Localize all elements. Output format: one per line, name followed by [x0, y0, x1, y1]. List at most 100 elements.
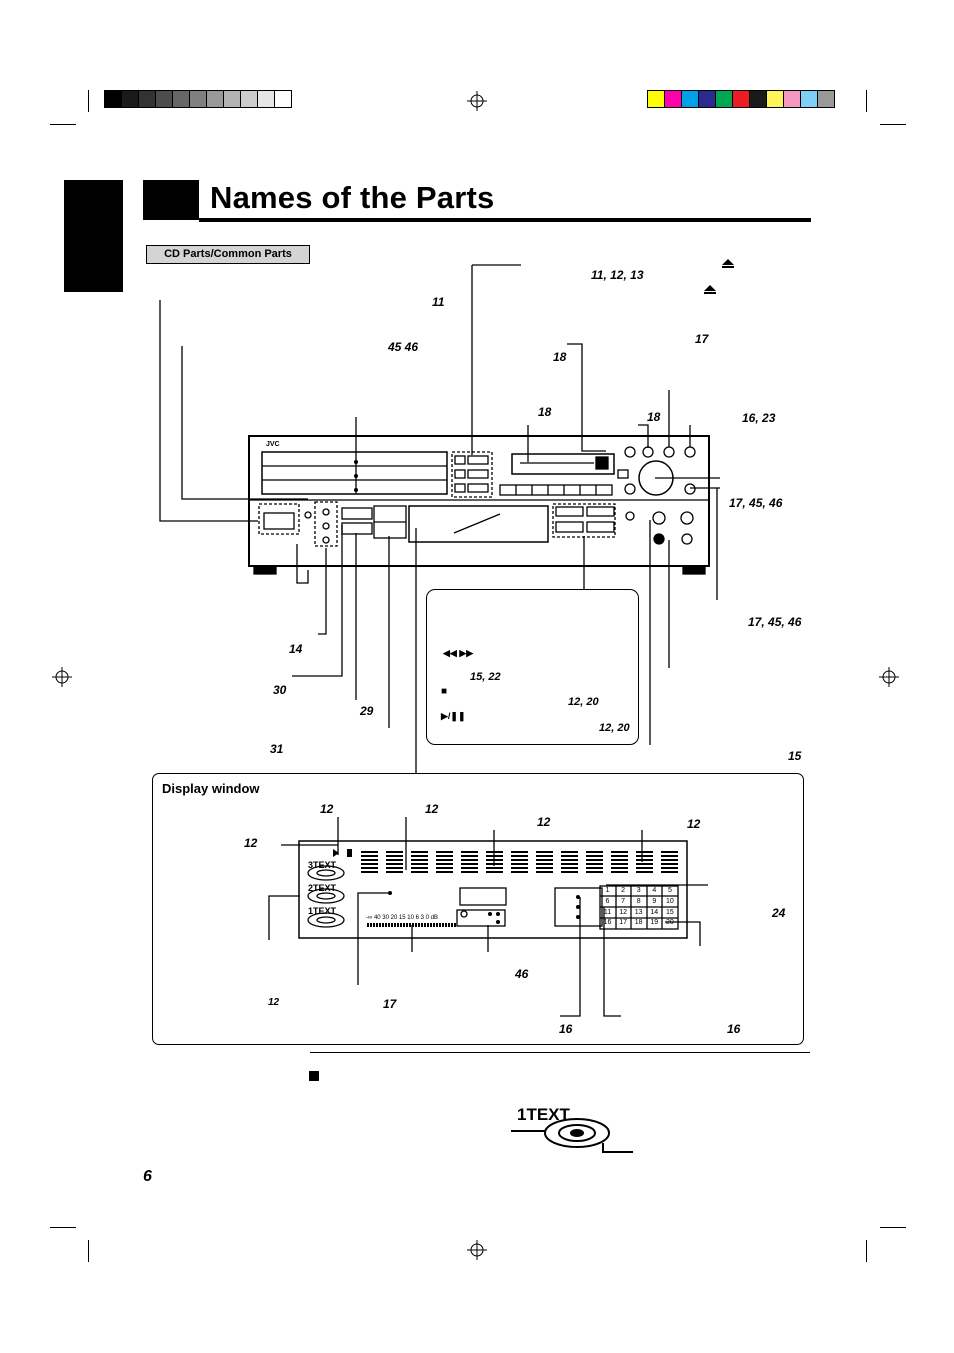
calendar-number: 8: [636, 897, 641, 905]
eject-icon: [722, 259, 734, 268]
calendar-number: 6: [605, 897, 610, 905]
segment-bar: [511, 855, 528, 857]
segment-bar: [411, 851, 428, 853]
ref-label: 16, 23: [742, 411, 776, 425]
segment-bar: [611, 859, 628, 861]
segment-bar: [536, 855, 553, 857]
segment-bar: [361, 871, 378, 873]
stop-symbol: ■: [441, 686, 448, 697]
segment-bar: [486, 871, 503, 873]
segment-bar: [386, 855, 403, 857]
segment-bar: [461, 851, 478, 853]
segment-bar: [386, 871, 403, 873]
meter-segment: [400, 923, 402, 927]
meter-segment: [445, 923, 447, 927]
segment-bar: [611, 855, 628, 857]
segment-bar: [386, 863, 403, 865]
segment-bar: [586, 867, 603, 869]
meter-segment: [370, 923, 372, 927]
segment-bar: [611, 863, 628, 865]
title-rule: [199, 218, 811, 222]
skip-symbols: ◀◀ ▶▶: [443, 648, 474, 658]
ref-label: 46: [515, 967, 529, 981]
calendar-number: 13: [634, 908, 643, 916]
segment-bar: [586, 851, 603, 853]
segment-bar: [536, 871, 553, 873]
segment-bar: [561, 859, 578, 861]
text-disc-3-label: 3TEXT: [308, 860, 337, 870]
segment-bar: [636, 859, 653, 861]
segment-bar: [536, 859, 553, 861]
meter-segment: [367, 923, 369, 927]
ref-label: 15: [788, 749, 802, 763]
ref-label: 18: [553, 350, 567, 364]
segment-bar: [461, 863, 478, 865]
calendar-number: 12: [619, 908, 627, 916]
meter-segment: [433, 923, 435, 927]
footnote-bullet: [309, 1071, 319, 1081]
segment-bar: [486, 855, 503, 857]
segment-bar: [561, 855, 578, 857]
ref-label: 24: [772, 906, 786, 920]
segment-bar: [611, 867, 628, 869]
ref-label: 18: [647, 410, 661, 424]
section-label: CD Parts/Common Parts: [146, 245, 310, 264]
calendar-number: 3: [636, 887, 641, 894]
key-panel: ◀◀ ▶▶ 15, 22 ■ 12, 20 ▶/❚❚ 12, 20: [426, 589, 639, 745]
ref-label: 17, 45, 46: [748, 615, 802, 629]
segment-bar: [361, 863, 378, 865]
brand-logo: JVC: [266, 441, 280, 448]
segment-bar: [586, 871, 603, 873]
calendar-number: 4: [652, 887, 657, 894]
segment-bar: [436, 859, 453, 861]
calendar-number: 5: [667, 887, 672, 894]
calendar-number: 18: [634, 919, 643, 927]
title-block: [143, 180, 199, 220]
segment-bar: [586, 859, 603, 861]
eject-icon: [704, 285, 716, 294]
meter-segment: [382, 923, 384, 927]
ref-label: 17, 45, 46: [729, 496, 783, 510]
calendar-number: 10: [665, 897, 674, 905]
meter-segment: [436, 923, 438, 927]
segment-bar: [561, 863, 578, 865]
meter-segment: [439, 923, 441, 927]
segment-bar: [386, 859, 403, 861]
ref-label: 29: [360, 704, 374, 718]
segment-bar: [511, 867, 528, 869]
ref-label: 12: [425, 802, 439, 816]
segment-bar: [386, 867, 403, 869]
calendar-number: 1: [605, 887, 610, 894]
meter-segment: [376, 923, 378, 927]
meter-segment: [427, 923, 429, 927]
text-disc-1-label: 1TEXT: [308, 906, 337, 916]
ref-label: 12: [320, 802, 334, 816]
segment-bar: [486, 863, 503, 865]
meter-segment: [418, 923, 420, 927]
ref-label: 12, 20: [568, 696, 599, 708]
segment-bar: [361, 859, 378, 861]
meter-segment: [397, 923, 399, 927]
calendar-number: 11: [603, 908, 612, 916]
segment-bar: [461, 867, 478, 869]
segment-bar: [661, 863, 678, 865]
segment-bar: [411, 859, 428, 861]
segment-bar: [661, 851, 678, 853]
meter-segment: [394, 923, 396, 927]
segment-bar: [636, 851, 653, 853]
calendar-number: 17: [619, 919, 627, 927]
segment-bar: [461, 859, 478, 861]
meter-segment: [424, 923, 426, 927]
segment-bar: [361, 867, 378, 869]
ref-label: 15, 22: [470, 671, 501, 683]
segment-bar: [361, 855, 378, 857]
segment-bar: [561, 851, 578, 853]
segment-bar: [636, 867, 653, 869]
segment-bar: [636, 863, 653, 865]
segment-bar: [436, 867, 453, 869]
segment-bar: [411, 863, 428, 865]
segment-bar: [661, 859, 678, 861]
